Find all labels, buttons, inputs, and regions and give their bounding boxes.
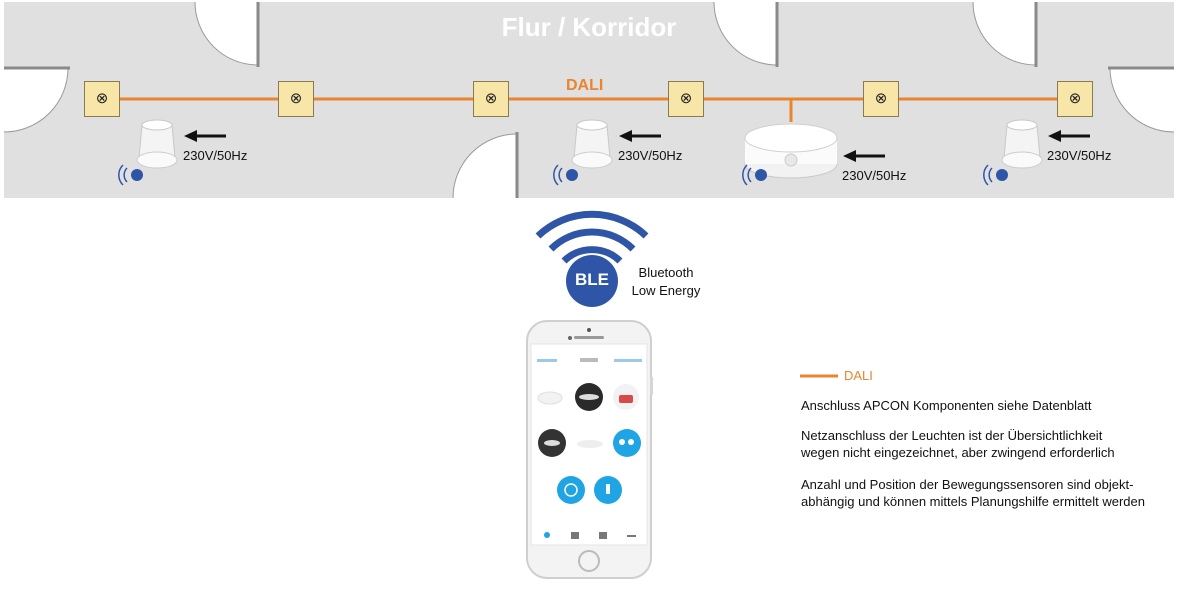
power-label-3: 230V/50Hz xyxy=(842,168,907,183)
luminaire-icon-6: ⊗ xyxy=(1057,81,1093,117)
note-bewegungssensoren-line1: Anzahl und Position der Bewegungssensore… xyxy=(801,477,1134,492)
corridor-title: Flur / Korridor xyxy=(501,12,677,42)
luminaire-icon-2: ⊗ xyxy=(278,81,314,117)
legend-dali-label: DALI xyxy=(844,368,873,383)
luminaire-icon-3: ⊗ xyxy=(473,81,509,117)
power-arrow-icon-2 xyxy=(619,130,661,142)
door-left xyxy=(3,66,70,133)
ceiling-sensor xyxy=(744,123,838,179)
note-netzanschluss-line2: wegen nicht eingezeichnet, aber zwingend… xyxy=(801,445,1115,460)
power-arrow-icon-1 xyxy=(184,130,226,142)
downlight-sensor-3 xyxy=(1001,119,1043,169)
door-top-1 xyxy=(194,1,260,67)
power-label-1: 230V/50Hz xyxy=(183,148,248,163)
ble-label-line1: Bluetooth xyxy=(638,265,694,280)
ble-label-line2: Low Energy xyxy=(631,283,701,298)
door-top-3 xyxy=(972,1,1038,67)
note-bewegungssensoren-line2: abhängig und können mittels Planungshilf… xyxy=(801,494,1145,509)
note-bewegungssensoren: Anzahl und Position der Bewegungssensore… xyxy=(801,476,1145,510)
downlight-sensor-2 xyxy=(571,119,613,169)
luminaire-icon-1: ⊗ xyxy=(84,81,120,117)
ble-badge xyxy=(566,255,618,307)
luminaire-icon-5: ⊗ xyxy=(863,81,899,117)
bluetooth-signal-icon-3 xyxy=(742,164,767,186)
power-label-2: 230V/50Hz xyxy=(618,148,683,163)
bluetooth-signal-icon-1 xyxy=(118,164,143,186)
note-netzanschluss-line1: Netzanschluss der Leuchten ist der Übers… xyxy=(801,428,1103,443)
smartphone-icon xyxy=(526,320,653,579)
power-arrow-icon-3 xyxy=(843,150,885,162)
door-right xyxy=(1108,66,1175,133)
door-top-2 xyxy=(713,1,779,67)
ble-badge-label: BLE xyxy=(575,270,609,289)
door-bottom xyxy=(452,132,519,199)
dali-bus-label: DALI xyxy=(566,77,604,94)
note-anschluss: Anschluss APCON Komponenten siehe Datenb… xyxy=(801,398,1092,413)
luminaire-icon-4: ⊗ xyxy=(668,81,704,117)
power-label-4: 230V/50Hz xyxy=(1047,148,1112,163)
note-netzanschluss: Netzanschluss der Leuchten ist der Übers… xyxy=(801,427,1115,461)
ble-waves-icon xyxy=(535,210,649,264)
ble-description: Bluetooth Low Energy xyxy=(620,264,712,300)
downlight-sensor-1 xyxy=(136,119,178,169)
bluetooth-signal-icon-2 xyxy=(553,164,578,186)
power-arrow-icon-4 xyxy=(1048,130,1090,142)
bluetooth-signal-icon-4 xyxy=(983,164,1008,186)
